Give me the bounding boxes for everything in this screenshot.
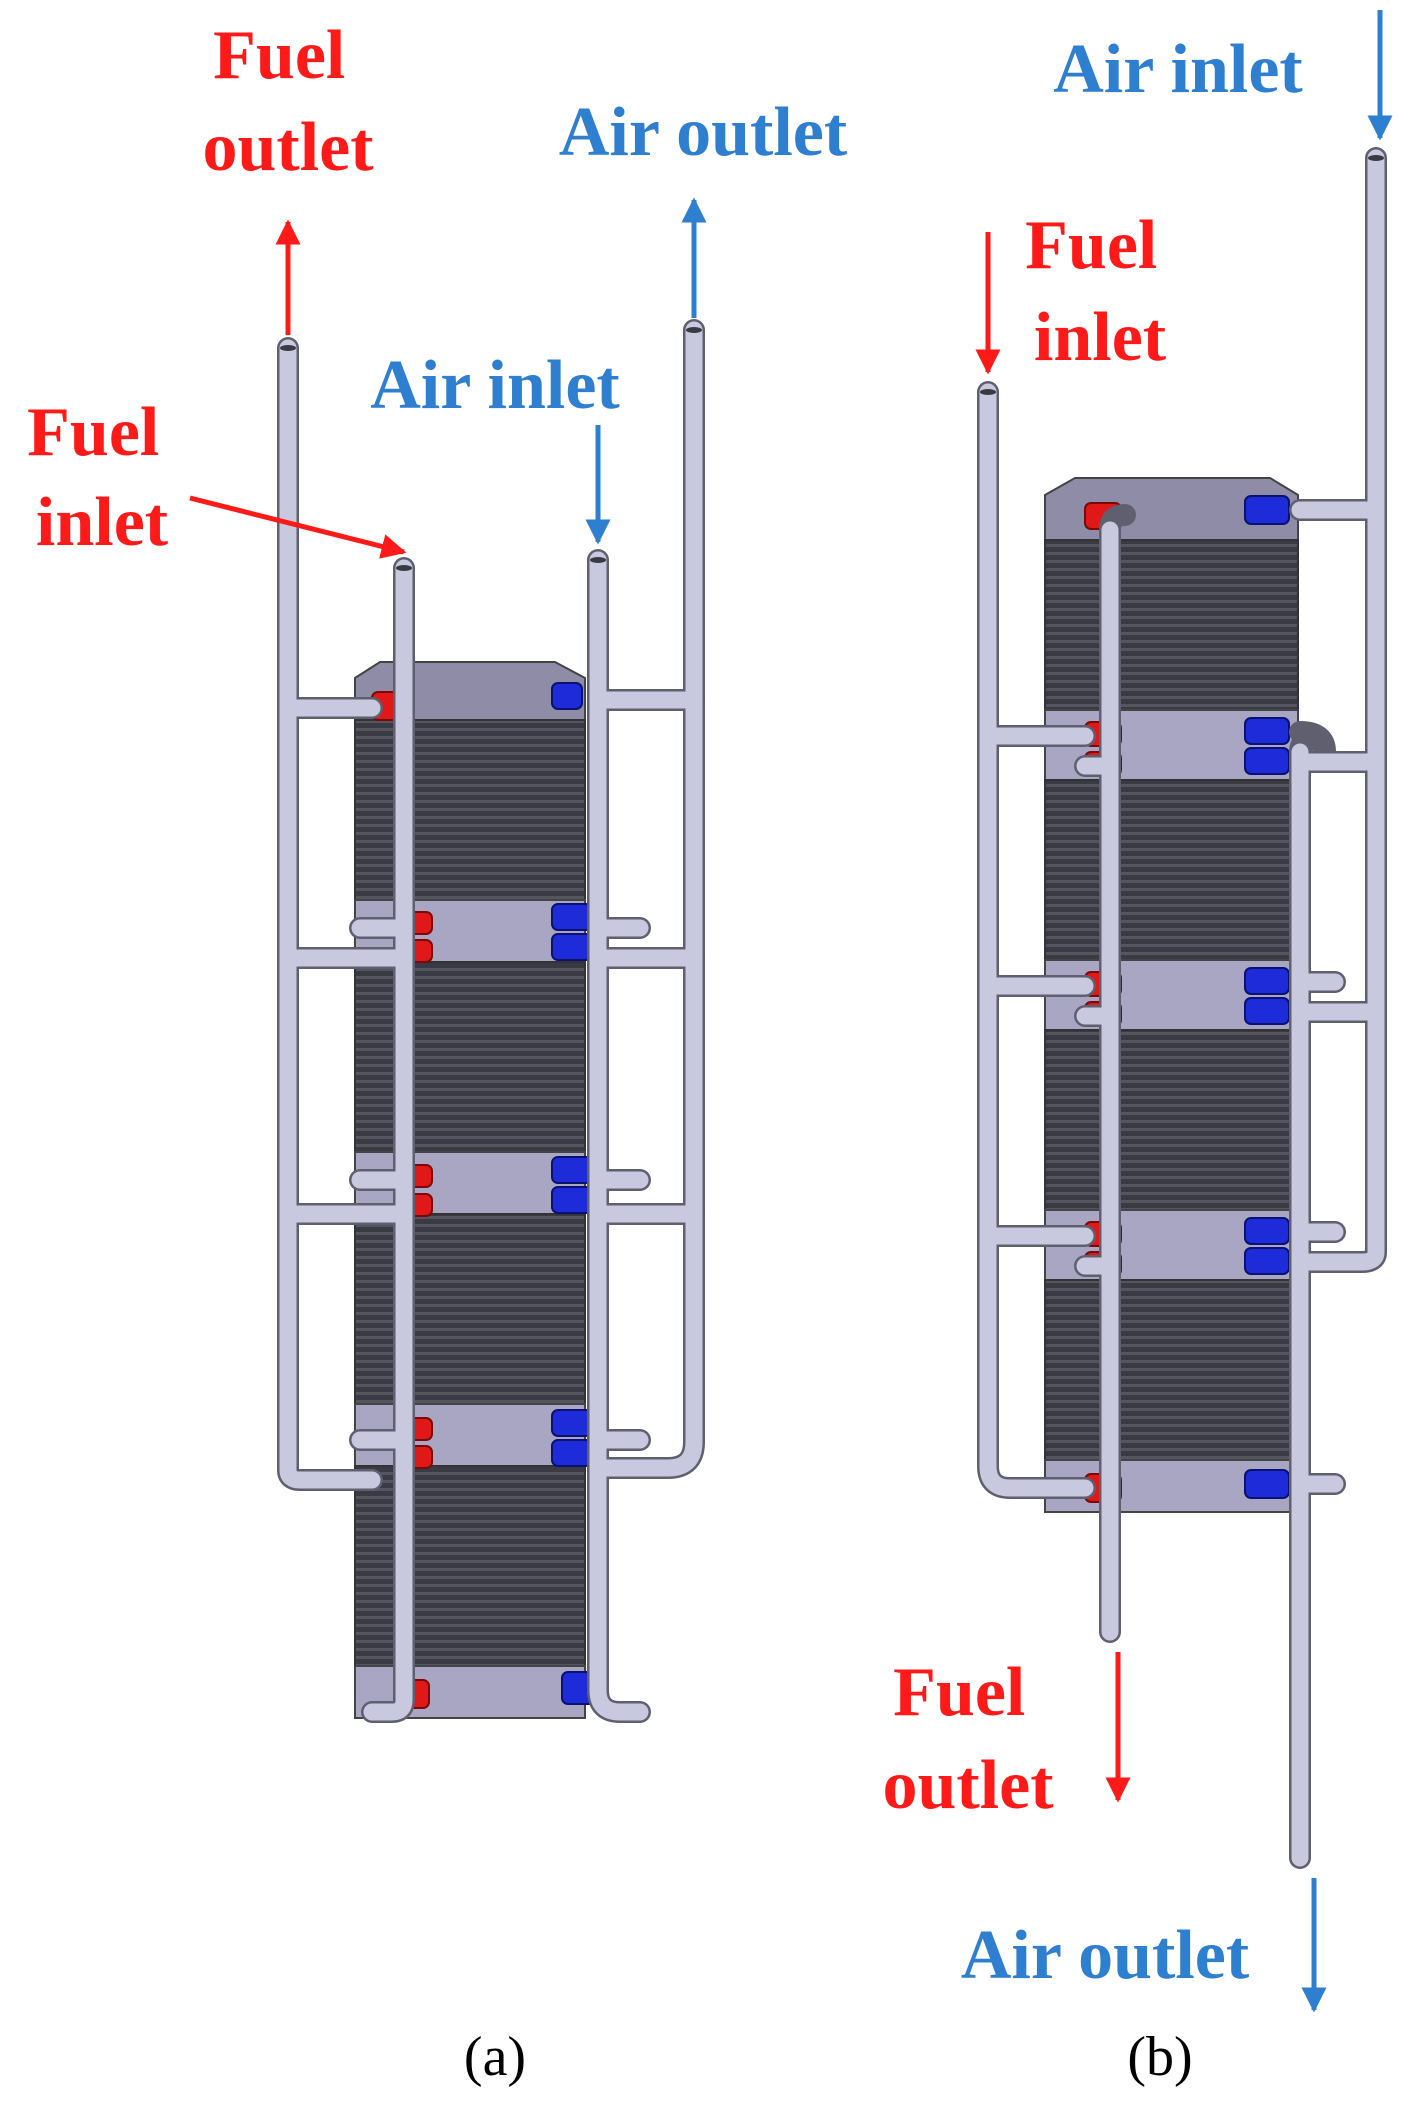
fuel-outlet-label-a: Fuel outlet <box>202 17 373 186</box>
fuel-inlet-label-b: Fuel inlet <box>1025 207 1175 376</box>
labels-a: Fuel outlet Air outlet Air inlet Fuel in… <box>27 17 847 2088</box>
labels-b: Air inlet Fuel inlet Fuel outlet Air out… <box>882 31 1302 2088</box>
air-outlet-label-b: Air outlet <box>961 1917 1249 1994</box>
panel-b: Air inlet Fuel inlet Fuel outlet Air out… <box>882 10 1393 2088</box>
pipes-b <box>977 147 1387 1869</box>
air-inlet-label-a: Air inlet <box>370 347 620 424</box>
panel-a: Fuel outlet Air outlet Air inlet Fuel in… <box>27 17 847 2088</box>
fuel-inlet-arrow-a <box>189 495 407 559</box>
fuel-outlet-label-b: Fuel outlet <box>882 1654 1053 1824</box>
arrows-b <box>975 10 1393 2013</box>
stack-b <box>1044 477 1299 1513</box>
arrows-a <box>189 197 707 559</box>
fuel-inlet-label-a: Fuel inlet <box>27 394 177 561</box>
air-outlet-label-a: Air outlet <box>559 94 847 171</box>
air-inlet-label-b: Air inlet <box>1053 31 1303 108</box>
pipes-a <box>277 319 705 1723</box>
caption-a: (a) <box>464 2026 526 2088</box>
caption-b: (b) <box>1127 2026 1192 2088</box>
